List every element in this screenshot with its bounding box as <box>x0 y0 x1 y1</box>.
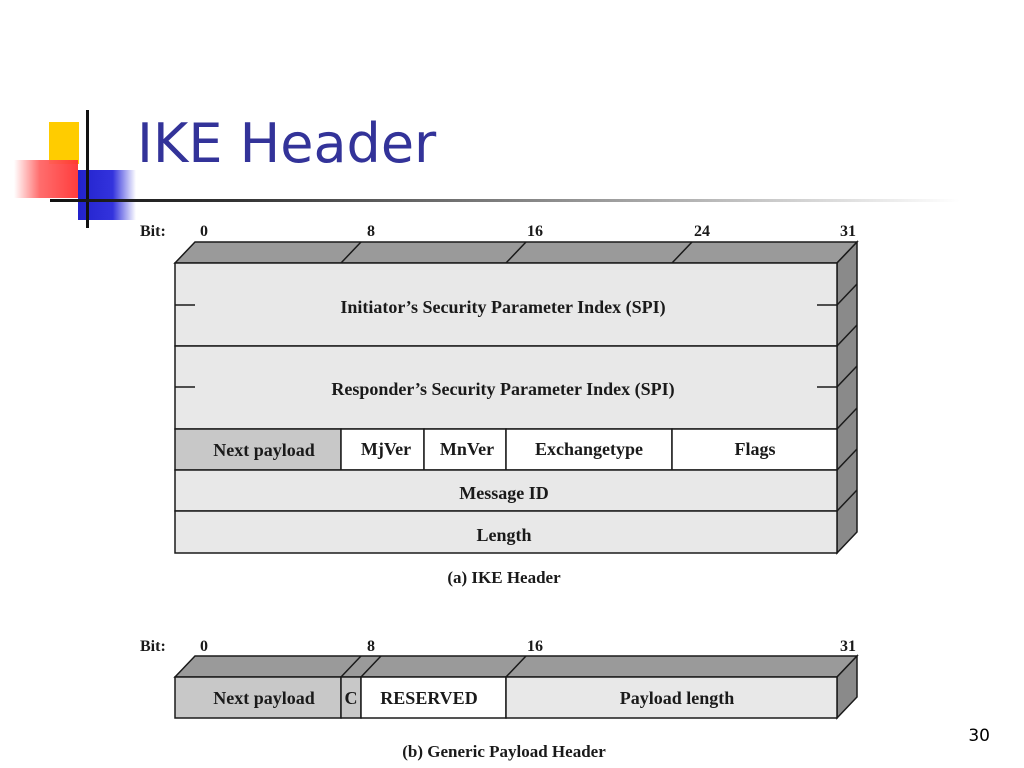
flags-field <box>671 428 838 471</box>
bit-0: 0 <box>200 223 208 240</box>
mjver-label: MjVer <box>361 439 411 459</box>
flags-label: Flags <box>734 439 775 459</box>
generic-payload-caption: (b) Generic Payload Header <box>402 742 606 761</box>
exchange-type-label: Exchangetype <box>535 439 643 459</box>
initiator-spi-label: Initiator’s Security Parameter Index (SP… <box>340 297 665 318</box>
gp-payload-length-field <box>505 676 838 719</box>
bit-8: 8 <box>367 223 375 240</box>
bit-31-b: 31 <box>840 638 856 655</box>
message-id-label: Message ID <box>459 483 548 503</box>
box-right-side <box>836 240 858 555</box>
bit-31: 31 <box>840 223 856 240</box>
decorative-vertical-line <box>86 110 89 228</box>
bit-label-b: Bit: <box>140 638 166 655</box>
next-payload-field <box>174 428 342 471</box>
bit-24: 24 <box>694 223 710 240</box>
gp-reserved-field <box>360 676 507 719</box>
length-label: Length <box>476 525 531 545</box>
gp-reserved-label: RESERVED <box>380 688 477 708</box>
bit-label: Bit: <box>140 223 166 240</box>
gp-payload-length-label: Payload length <box>620 688 735 708</box>
bit-16: 16 <box>527 223 543 240</box>
message-id-field <box>174 469 838 512</box>
bit-8-b: 8 <box>367 638 375 655</box>
responder-spi-field <box>174 345 838 430</box>
gp-c-label: C <box>345 688 358 708</box>
mnver-label: MnVer <box>440 439 494 459</box>
length-field <box>174 510 838 554</box>
decorative-yellow-square <box>49 122 79 164</box>
gp-next-payload-field <box>174 676 342 719</box>
gp-next-payload-label: Next payload <box>213 688 315 708</box>
decorative-red-square <box>14 160 78 198</box>
responder-spi-label: Responder’s Security Parameter Index (SP… <box>331 379 674 400</box>
decorative-horizontal-line <box>50 199 960 202</box>
slide-title: IKE Header <box>137 112 437 175</box>
page-number: 30 <box>968 726 990 746</box>
exchange-type-field <box>505 428 673 471</box>
ike-header-caption: (a) IKE Header <box>447 568 561 587</box>
mnver-field <box>423 428 507 471</box>
next-payload-label: Next payload <box>213 440 315 460</box>
initiator-spi-field <box>174 262 838 347</box>
bit-16-b: 16 <box>527 638 543 655</box>
bit-0-b: 0 <box>200 638 208 655</box>
